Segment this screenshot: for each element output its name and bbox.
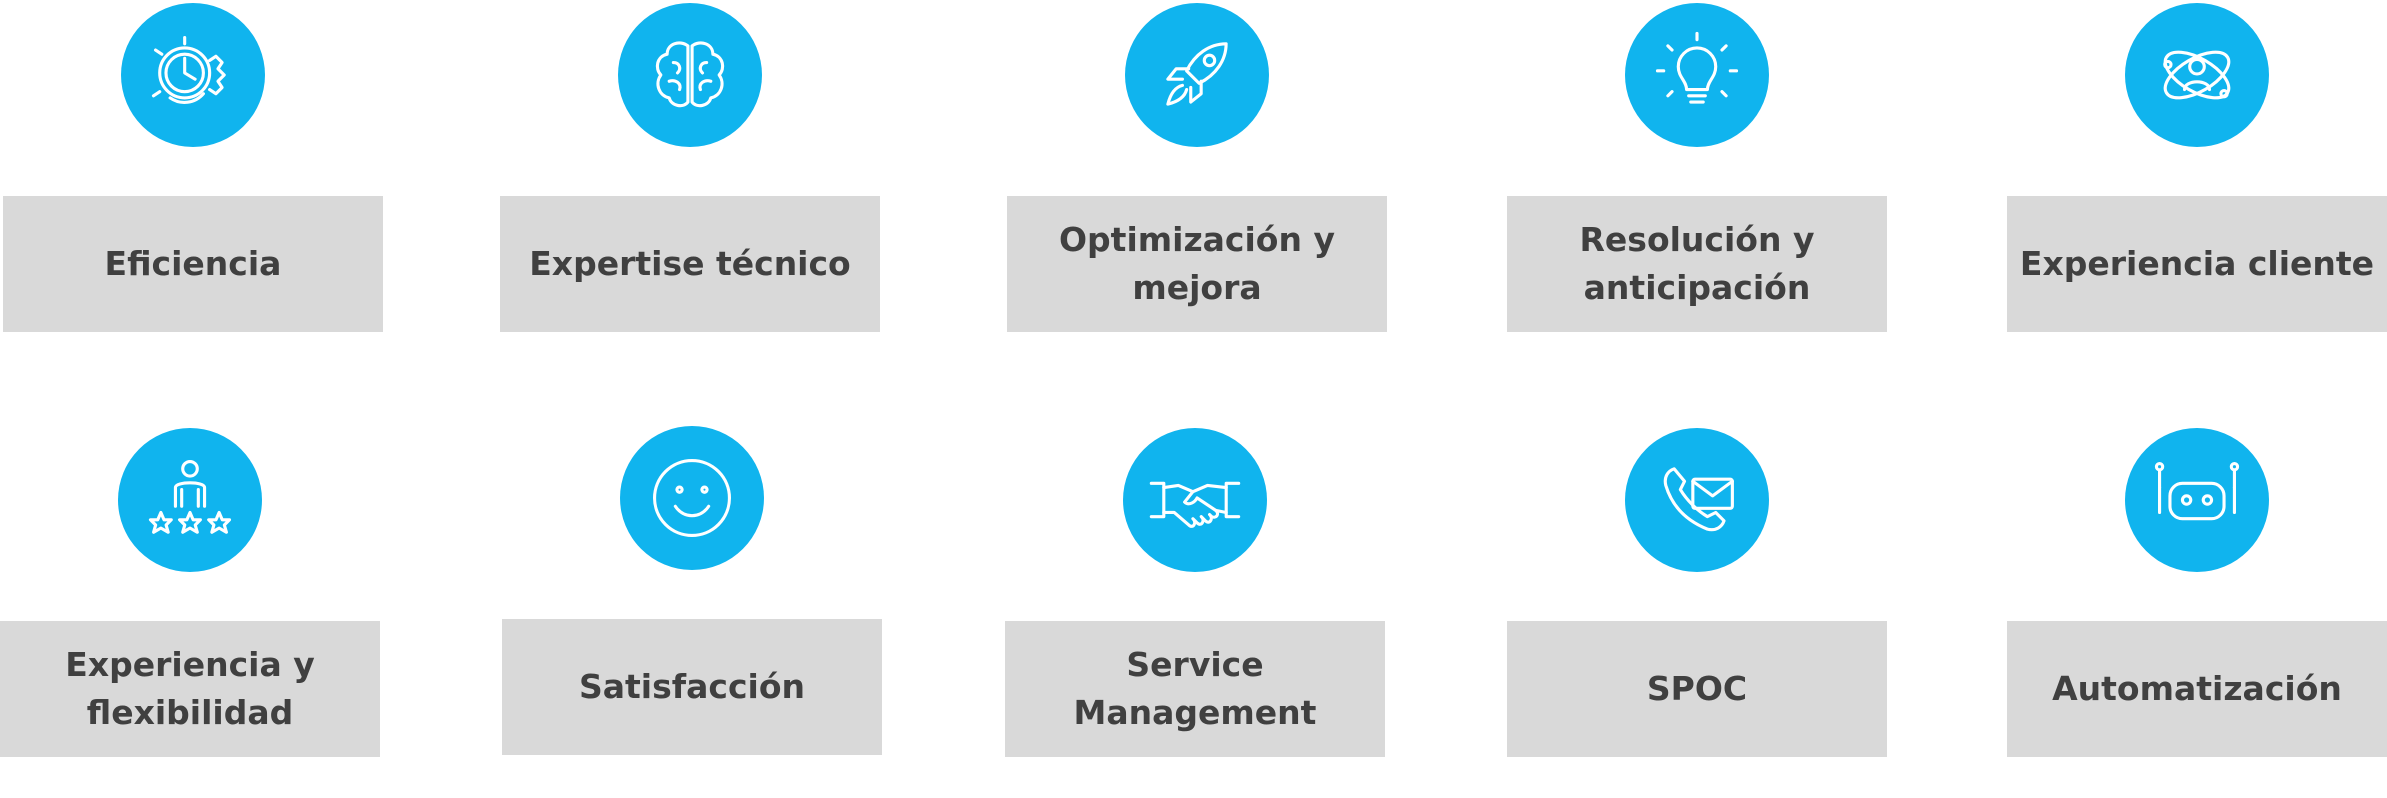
item-optimizacion: Optimización y mejora bbox=[1007, 3, 1387, 373]
item-resolucion: Resolución y anticipación bbox=[1507, 3, 1887, 373]
label-box: SPOC bbox=[1507, 621, 1887, 757]
label-box: Satisfacción bbox=[502, 619, 882, 755]
label-box: Experiencia cliente bbox=[2007, 196, 2387, 332]
item-satisfaccion: Satisfacción bbox=[502, 426, 882, 796]
person-stars-icon bbox=[118, 428, 262, 572]
item-spoc: SPOC bbox=[1507, 428, 1887, 798]
label-box: Eficiencia bbox=[3, 196, 383, 332]
item-eficiencia: Eficiencia bbox=[3, 3, 383, 373]
smiley-icon bbox=[620, 426, 764, 570]
item-label: SPOC bbox=[1646, 669, 1748, 708]
item-experiencia-cliente: Experiencia cliente bbox=[2007, 3, 2387, 373]
brain-icon bbox=[618, 3, 762, 147]
lightbulb-icon bbox=[1625, 3, 1769, 147]
robot-icon bbox=[2125, 428, 2269, 572]
label-box: Expertise técnico bbox=[500, 196, 880, 332]
item-expertise: Expertise técnico bbox=[500, 3, 880, 373]
user-orbit-icon bbox=[2125, 3, 2269, 147]
item-label: Satisfacción bbox=[579, 667, 805, 706]
label-box: Optimización y mejora bbox=[1007, 196, 1387, 332]
item-service-management: Service Management bbox=[1005, 428, 1385, 798]
values-grid: Eficiencia Expertise técnico bbox=[0, 3, 2387, 757]
phone-mail-icon bbox=[1625, 428, 1769, 572]
rocket-icon bbox=[1125, 3, 1269, 147]
item-label: Resolución y anticipación bbox=[1579, 220, 1815, 307]
item-label: Automatización bbox=[2052, 669, 2342, 708]
item-experiencia-flexibilidad: Experiencia y flexibilidad bbox=[0, 428, 380, 798]
label-box: Service Management bbox=[1005, 621, 1385, 757]
item-label: Optimización y mejora bbox=[1059, 220, 1335, 307]
label-box: Experiencia y flexibilidad bbox=[0, 621, 380, 757]
item-label: Eficiencia bbox=[104, 244, 282, 283]
item-label: Service Management bbox=[1073, 645, 1317, 732]
label-box: Resolución y anticipación bbox=[1507, 196, 1887, 332]
handshake-icon bbox=[1123, 428, 1267, 572]
clock-gear-icon bbox=[121, 3, 265, 147]
item-label: Experiencia cliente bbox=[2019, 244, 2375, 283]
label-box: Automatización bbox=[2007, 621, 2387, 757]
item-label: Expertise técnico bbox=[529, 244, 851, 283]
item-label: Experiencia y flexibilidad bbox=[65, 645, 315, 732]
item-automatizacion: Automatización bbox=[2007, 428, 2387, 798]
